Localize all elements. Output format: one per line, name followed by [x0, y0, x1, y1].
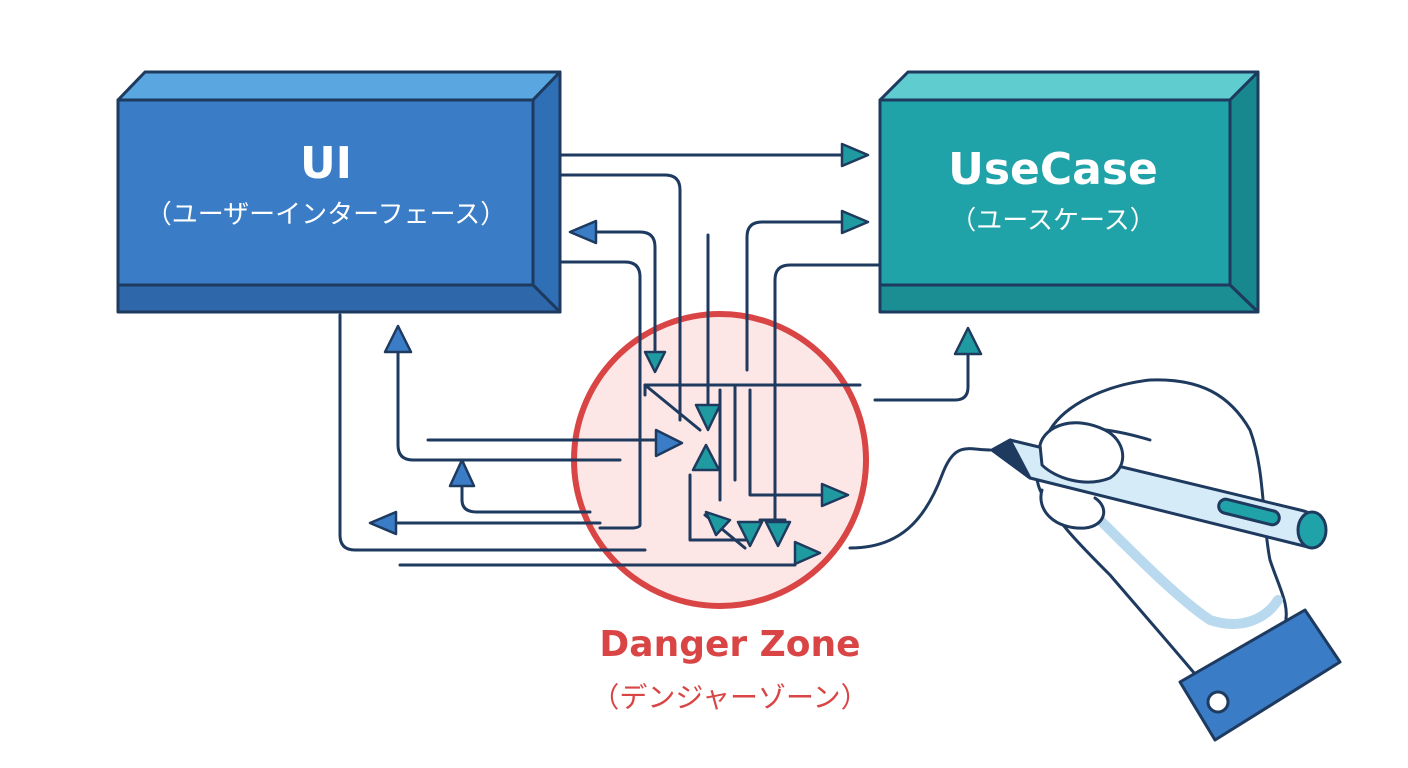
arrow-right-center [654, 428, 684, 458]
usecase-box-subtitle: （ユースケース） [950, 206, 1156, 236]
arrow-down-bottom-2 [736, 520, 764, 548]
connection-lines [338, 153, 970, 567]
danger-zone-title: Danger Zone [599, 624, 861, 665]
arrow-down-bottom-1 [704, 510, 732, 537]
arrow-down-center-2 [694, 403, 722, 432]
arrow-right-danger [820, 482, 850, 508]
usecase-box [878, 70, 1260, 314]
hand-holding-pen-icon [848, 378, 1342, 742]
arrow-left-to-ui [568, 219, 598, 245]
arrow-right-to-usecase-top [840, 142, 870, 168]
ui-box [116, 70, 562, 314]
arrow-up-to-usecase [953, 326, 983, 356]
arrow-up-left-mid [448, 458, 476, 488]
arrowheads [368, 142, 983, 566]
arrow-down-bottom-3 [764, 520, 792, 548]
arrow-up-to-ui [383, 324, 413, 354]
ui-box-subtitle: （ユーザーインターフェース） [145, 200, 507, 230]
arrow-right-bottom [793, 540, 822, 566]
arrow-up-center [691, 443, 721, 472]
arrow-down-center-1 [643, 350, 667, 374]
usecase-box-title: UseCase [948, 144, 1158, 195]
ui-box-title: UI [299, 138, 353, 189]
arrow-right-to-usecase-mid [840, 209, 870, 235]
danger-zone-subtitle: （デンジャーゾーン） [591, 681, 869, 714]
arrow-left-bottom [368, 510, 398, 536]
